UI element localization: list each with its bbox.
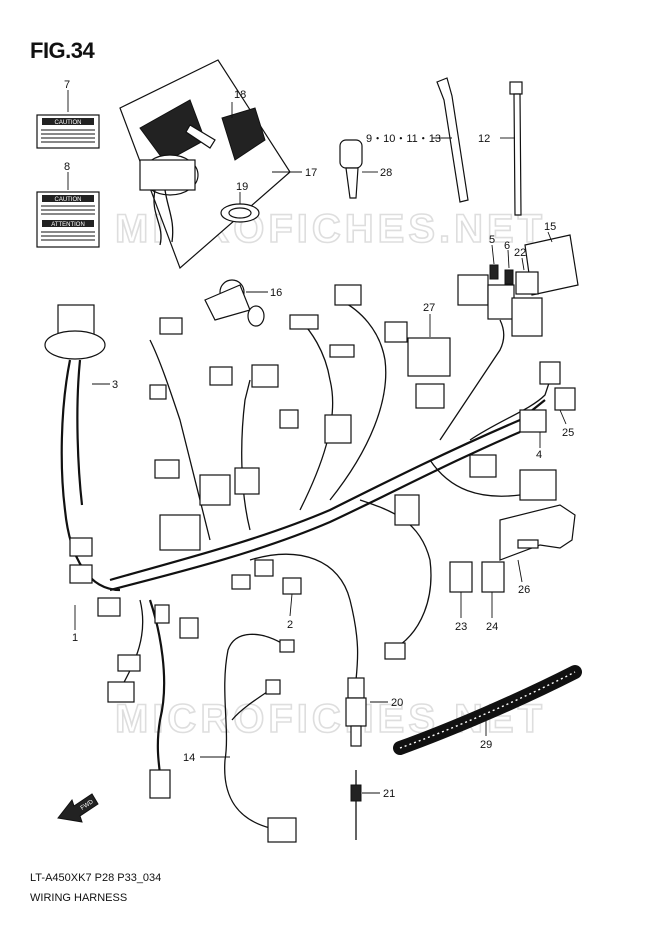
cable-tie-12: [509, 81, 523, 216]
harness-connectors: [69, 284, 576, 799]
coupler-24: [481, 561, 505, 593]
figure-caption: WIRING HARNESS: [30, 892, 128, 904]
callout-21: 21: [383, 788, 395, 800]
key-28: [339, 139, 363, 199]
caution-label-8: CAUTION ATTENTION: [36, 191, 100, 248]
caution-text-7: CAUTION: [55, 120, 82, 126]
attention-text-8: ATTENTION: [51, 222, 85, 228]
fuse-holder-group: [457, 234, 579, 337]
callout-23: 23: [455, 621, 467, 633]
figure-title: FIG.34: [30, 38, 95, 63]
connector-16: [204, 279, 265, 327]
leader-lines: [67, 90, 567, 794]
bracket-26: [499, 504, 576, 561]
callout-25: 25: [562, 427, 574, 439]
callout-15: 15: [544, 221, 556, 233]
callout-16: 16: [270, 287, 282, 299]
model-code: LT-A450XK7 P28 P33_034: [30, 872, 162, 884]
caution-label-7: CAUTION: [36, 114, 100, 149]
callout-24: 24: [486, 621, 498, 633]
callout-5: 5: [489, 234, 495, 246]
callout-26: 26: [518, 584, 530, 596]
relay-27: [407, 337, 451, 409]
callout-27: 27: [423, 302, 435, 314]
sensor-20: [345, 677, 367, 747]
callout-17: 17: [305, 167, 317, 179]
callout-3: 3: [112, 379, 118, 391]
callout-22: 22: [514, 247, 526, 259]
main-harness-1: [109, 299, 551, 791]
coupler-23: [449, 561, 473, 593]
callout-14: 14: [183, 752, 195, 764]
callout-19: 19: [236, 181, 248, 193]
callout-6: 6: [504, 240, 510, 252]
callout-2: 2: [287, 619, 293, 631]
harness-3: [44, 304, 121, 592]
callout-4: 4: [536, 449, 542, 461]
corrugated-tube-29: [393, 665, 582, 755]
callout-12: 12: [478, 133, 490, 145]
harness-14: [224, 633, 297, 843]
caution-text-8: CAUTION: [55, 197, 82, 203]
callout-20: 20: [391, 697, 403, 709]
callout-9-10-11-13: 9・10・11・13: [366, 133, 441, 145]
clip-21: [350, 770, 362, 840]
callout-18: 18: [234, 89, 246, 101]
callout-1: 1: [72, 632, 78, 644]
callout-7: 7: [64, 79, 70, 91]
callout-8: 8: [64, 161, 70, 173]
callout-29: 29: [480, 739, 492, 751]
cable-tie-9: [436, 77, 469, 203]
callout-28: 28: [380, 167, 392, 179]
fwd-arrow: FWD: [57, 793, 99, 823]
